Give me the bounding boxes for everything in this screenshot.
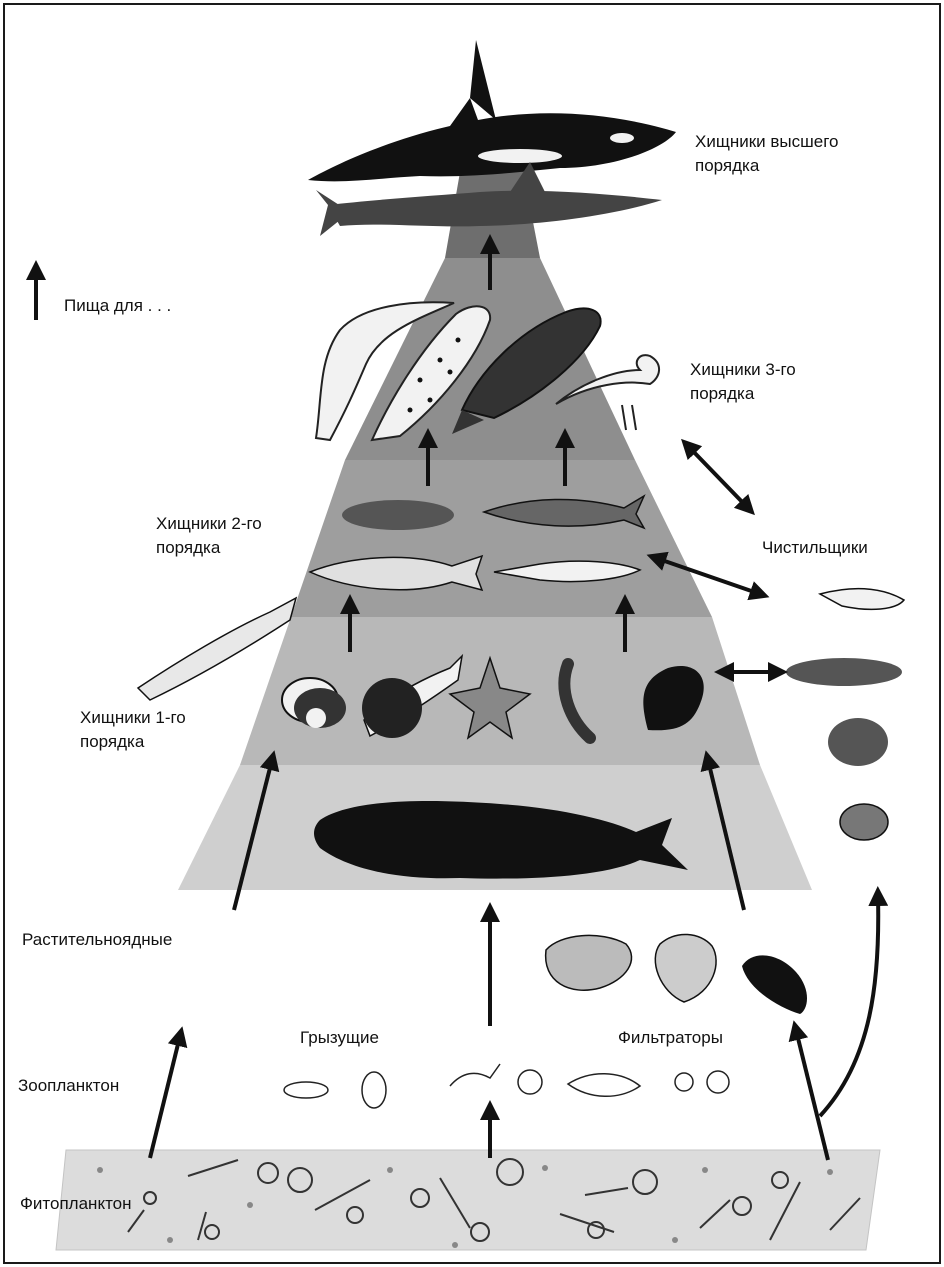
label-second-line2: порядка — [156, 536, 262, 560]
label-herbivores: Растительноядные — [22, 928, 172, 952]
label-first-line2: порядка — [80, 730, 186, 754]
label-second-order: Хищники 2-го порядка — [156, 512, 262, 560]
label-filter-feeders: Фильтраторы — [618, 1026, 723, 1050]
whelk — [840, 804, 888, 840]
label-apex-line2: порядка — [695, 154, 839, 178]
label-scavengers: Чистильщики — [762, 536, 868, 560]
label-apex-line1: Хищники высшего — [695, 130, 839, 154]
crab-scavenger — [828, 718, 888, 766]
label-apex-predators: Хищники высшего порядка — [695, 130, 839, 178]
phytoplankton-mat — [56, 1150, 880, 1250]
snail — [294, 688, 346, 728]
label-first-order: Хищники 1-го порядка — [80, 706, 186, 754]
label-legend: Пища для . . . — [64, 294, 171, 318]
sea-urchin — [362, 678, 422, 738]
label-phytoplankton: Фитопланктон — [20, 1192, 132, 1216]
label-first-line1: Хищники 1-го — [80, 706, 186, 730]
sea-slug — [342, 500, 454, 530]
label-second-line1: Хищники 2-го — [156, 512, 262, 536]
label-grazers: Грызущие — [300, 1026, 379, 1050]
label-third-order: Хищники 3-го порядка — [690, 358, 796, 406]
label-third-line1: Хищники 3-го — [690, 358, 796, 382]
sea-cucumber — [786, 658, 902, 686]
label-third-line2: порядка — [690, 382, 796, 406]
label-zooplankton: Зоопланктон — [18, 1074, 119, 1098]
